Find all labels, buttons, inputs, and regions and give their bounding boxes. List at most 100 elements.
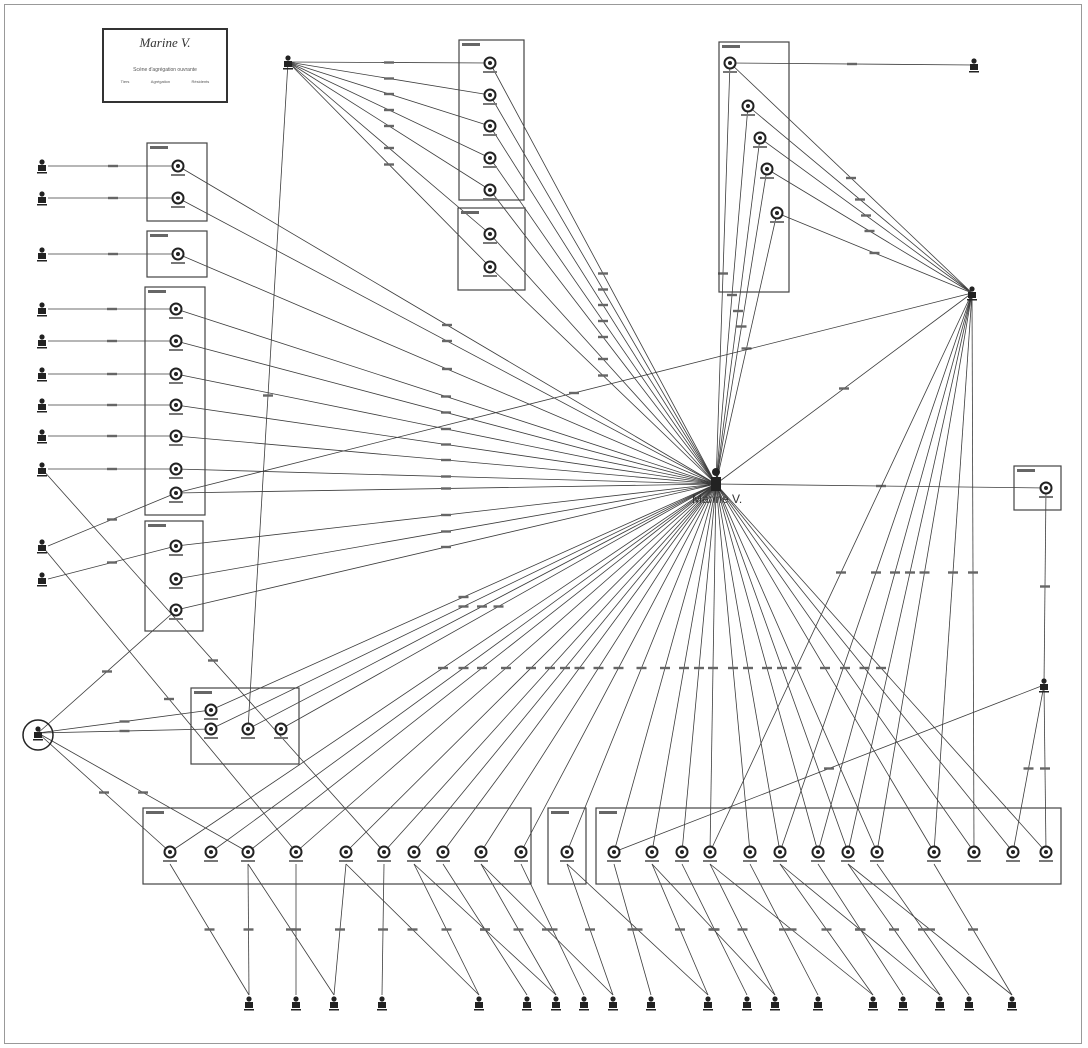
node-label-mark (169, 382, 183, 384)
edge-label-mark (718, 272, 728, 275)
node-label-mark (645, 860, 659, 862)
person-icon-body (936, 1002, 944, 1008)
person-icon-body (284, 61, 292, 67)
edge-label-mark (839, 387, 849, 390)
person-icon (966, 996, 972, 1002)
person-icon (581, 996, 587, 1002)
edge-label-mark (441, 530, 451, 533)
edge-label-mark (855, 198, 865, 201)
edge-label-mark (441, 928, 452, 931)
edge-label-mark (441, 395, 451, 398)
edge-label-mark (574, 666, 585, 670)
person-icon-body (965, 1002, 973, 1008)
node-label-mark (770, 221, 784, 223)
edge-label-mark (876, 484, 886, 488)
edge-label-mark (107, 561, 117, 564)
person-icon (744, 996, 750, 1002)
legend-keys: Tiers Agrégation Résidents (104, 79, 226, 84)
place-node-core (758, 136, 762, 140)
node-label-mark (171, 206, 185, 208)
node-label-mark (723, 71, 737, 73)
edge-label-mark (736, 325, 747, 328)
person-icon-base (898, 1009, 908, 1011)
edge-label-mark (335, 928, 345, 931)
place-node-core (488, 188, 492, 192)
person-icon (293, 996, 299, 1002)
node-label-mark (169, 554, 183, 556)
person-icon-base (37, 552, 47, 554)
place-node-core (209, 850, 213, 854)
node-label-mark (171, 174, 185, 176)
person-icon (331, 996, 337, 1002)
place-node-core (680, 850, 684, 854)
edge-label-mark (441, 513, 451, 517)
edge-label-mark (836, 571, 846, 574)
node-label-mark (743, 860, 757, 862)
node-label-mark (1006, 860, 1020, 862)
edge-label-mark (384, 61, 394, 64)
edge-label-mark (119, 720, 130, 723)
place-node-core (176, 164, 180, 168)
person-icon (39, 539, 45, 545)
edge-label-mark (593, 666, 604, 670)
edge-label-mark (107, 339, 117, 343)
person-icon (971, 58, 977, 64)
place-node-core (972, 850, 976, 854)
edge-label-mark (493, 605, 504, 608)
person-icon (553, 996, 559, 1002)
edge-label-mark (708, 928, 719, 931)
edge-label-mark (727, 293, 737, 297)
node-label-mark (169, 317, 183, 319)
node-label-mark (514, 860, 528, 862)
place-node-core (765, 167, 769, 171)
person-icon-base (291, 1009, 301, 1011)
place-node-core (846, 850, 850, 854)
edge-label-mark (1040, 585, 1050, 588)
group-box-label-mark (150, 234, 168, 237)
person-icon (39, 572, 45, 578)
place-node-core (174, 608, 178, 612)
person-icon-body (38, 373, 46, 379)
edge-label-mark (107, 434, 117, 438)
node-label-mark (169, 501, 183, 503)
person-icon-base (37, 260, 47, 262)
person-icon-body (523, 1002, 531, 1008)
group-box-7 (718, 41, 790, 293)
place-node-core (168, 850, 172, 854)
edge-label-mark (876, 666, 886, 670)
edge-label-mark (840, 666, 850, 670)
node-label-mark (274, 737, 288, 739)
edge-label-mark (542, 928, 552, 931)
node-label-mark (169, 413, 183, 415)
place-node-core (382, 850, 386, 854)
edge-label-mark (598, 335, 608, 339)
person-icon-base (37, 380, 47, 382)
node-label-mark (377, 860, 391, 862)
edge-label-mark (441, 487, 451, 490)
person-icon-body (970, 64, 978, 70)
group-box-10 (142, 807, 532, 885)
person-icon-body (38, 545, 46, 551)
node-label-mark (927, 860, 941, 862)
person-icon-body (968, 292, 976, 298)
edge-label-mark (164, 697, 174, 701)
node-label-mark (753, 146, 767, 148)
person-icon-body (34, 732, 42, 738)
node-label-mark (483, 166, 497, 168)
person-icon (969, 286, 975, 292)
edge-label-mark (458, 666, 469, 670)
edge-label-mark (243, 928, 254, 931)
person-icon-body (378, 1002, 386, 1008)
edge-label-mark (286, 928, 296, 931)
person-icon-body (38, 308, 46, 314)
place-node-core (174, 577, 178, 581)
person-icon-base (244, 1009, 254, 1011)
place-node-core (775, 211, 779, 215)
node-label-mark (483, 198, 497, 200)
node-label-mark (474, 860, 488, 862)
person-icon-body (899, 1002, 907, 1008)
node-label-mark (163, 860, 177, 862)
edge-label-mark (442, 323, 452, 327)
person-icon-base (37, 315, 47, 317)
person-icon (524, 996, 530, 1002)
